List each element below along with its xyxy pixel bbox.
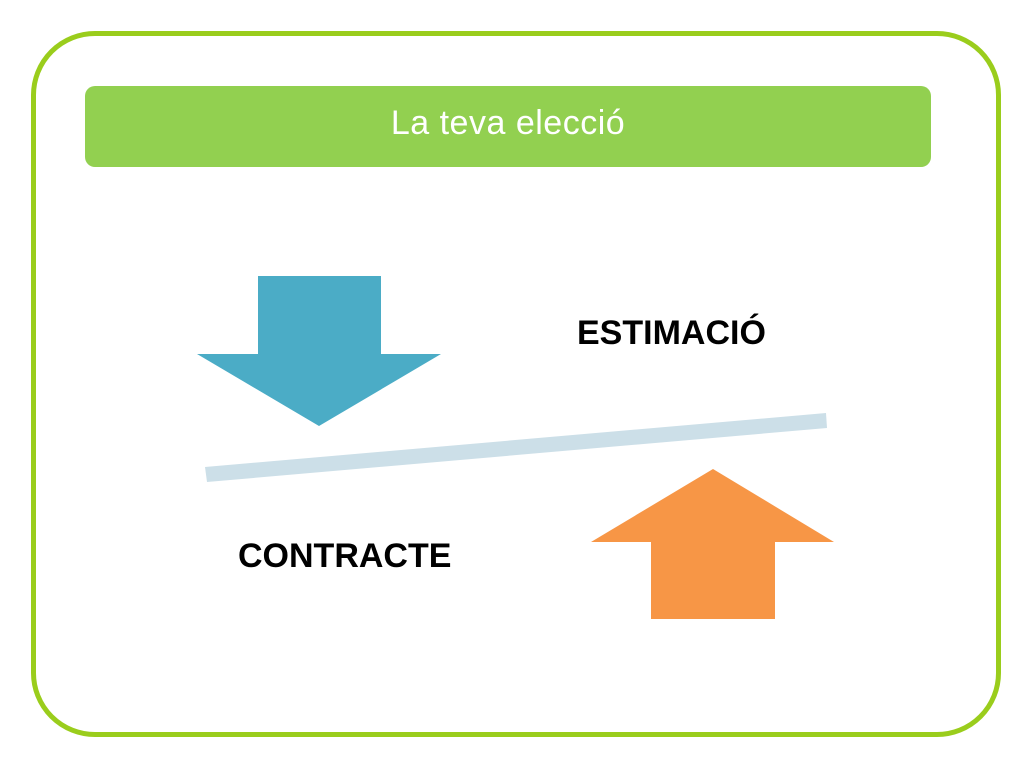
slide-title: La teva elecció: [390, 104, 626, 142]
slide-frame: [31, 31, 1001, 737]
label-estimacio: ESTIMACIÓ: [577, 314, 766, 352]
label-contracte: CONTRACTE: [238, 537, 452, 575]
balance-beam: [205, 413, 827, 482]
arrow-down-icon: [197, 276, 441, 426]
arrow-up-icon: [591, 469, 834, 619]
title-bar: La teva elecció: [85, 86, 931, 167]
